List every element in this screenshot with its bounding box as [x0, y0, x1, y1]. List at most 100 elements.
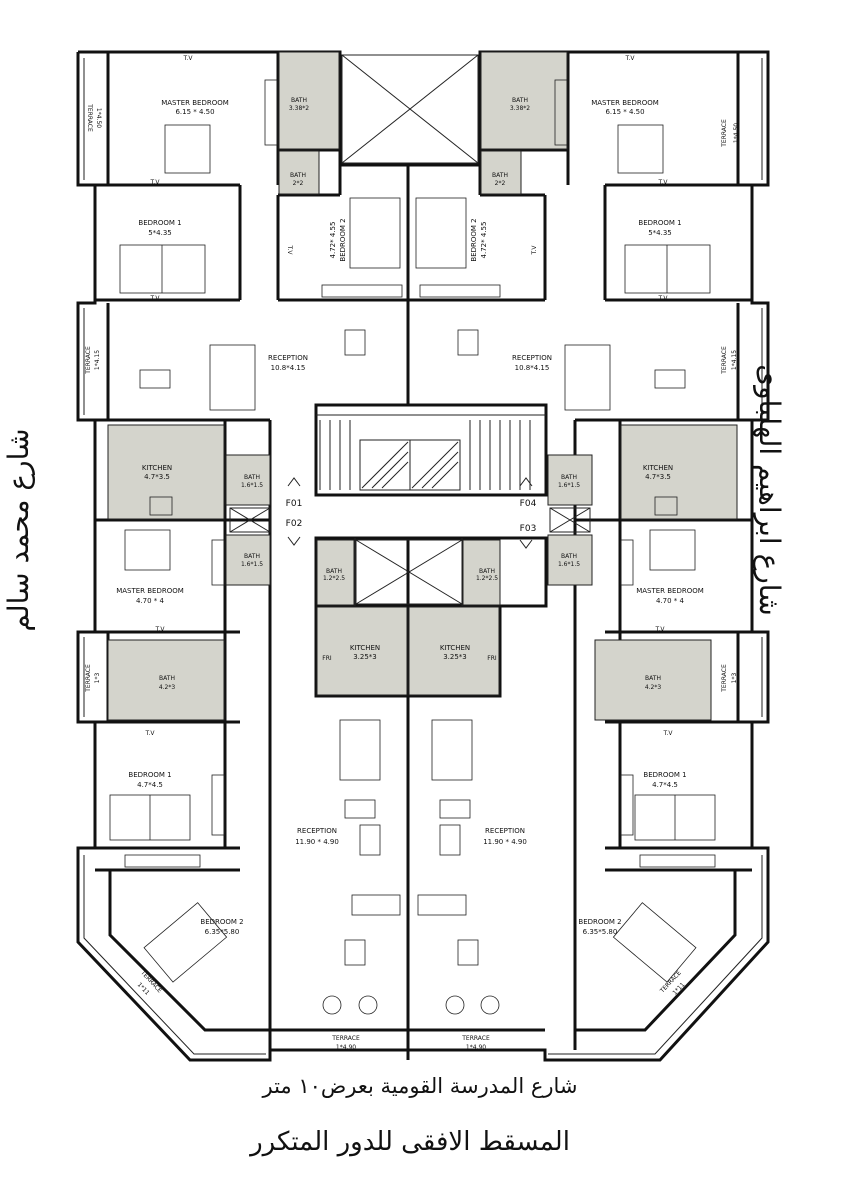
label-terrace-cr: TERRACE: [461, 1035, 490, 1042]
size-bedroom2-mid-l: 4.72* 4.55: [329, 222, 337, 259]
label-tv-10: T.V: [663, 730, 674, 737]
label-kitchen-cr: KITCHEN: [440, 644, 470, 652]
label-kitchen-l: KITCHEN: [142, 464, 172, 472]
label-bath-small-r: BATH: [492, 172, 508, 179]
label-tv-2: T.V: [625, 55, 636, 62]
size-bedroom1-tl: 5*4.35: [148, 229, 172, 237]
label-tv-7: T.V: [155, 626, 166, 633]
label-terrace-tr: TERRACE: [721, 119, 728, 148]
size-reception-ll: 11.90 * 4.90: [295, 838, 339, 846]
label-fri-l: FRI: [322, 655, 332, 662]
stair-core: [319, 420, 531, 491]
label-tv-4: T.V: [658, 179, 669, 186]
label-terrace-mr: TERRACE: [721, 346, 728, 375]
label-bedroom2-mid-r: BEDROOM 2: [470, 218, 478, 261]
label-reception-tl: RECEPTION: [268, 354, 308, 362]
label-bedroom1-tl: BEDROOM 1: [138, 219, 181, 227]
size-kitchen-l: 4.7*3.5: [144, 473, 170, 481]
size-terrace-ml: 1*4.15: [94, 350, 101, 370]
flat-markers: F01 F02 F03 F04: [286, 477, 537, 549]
size-bedroom1-tr: 5*4.35: [648, 229, 672, 237]
label-tv-5: T.V: [150, 295, 161, 302]
label-fri-r: FRI: [487, 655, 497, 662]
size-kitchen-r: 4.7*3.5: [645, 473, 671, 481]
size-bedroom1-lr: 4.7*4.5: [652, 781, 678, 789]
outer-walls: [76, 50, 770, 1062]
size-reception-tl: 10.8*4.15: [271, 364, 306, 372]
street-right: شارع ابراهيم الهلباوى: [753, 364, 786, 616]
label-terrace-ml: TERRACE: [85, 346, 92, 375]
label-terrace-tl: TERRACE: [86, 103, 93, 132]
size-bedroom2-mid-r: 4.72* 4.55: [480, 222, 488, 259]
size-reception-tr: 10.8*4.15: [515, 364, 550, 372]
label-tv-6: T.V: [658, 295, 669, 302]
label-bath-kr: BATH: [561, 474, 577, 481]
size-terrace-cr: 1*4.90: [466, 1044, 486, 1051]
size-bath-mr: 1.6*1.5: [558, 561, 580, 568]
size-bath-small-r: 2*2: [495, 180, 506, 187]
size-kitchen-cr: 3.25*3: [443, 653, 467, 661]
plan-title: المسقط الافقى للدور المتكرر: [248, 1127, 570, 1157]
label-bath-cl: BATH: [326, 568, 342, 575]
size-terrace-ll: 1*3: [94, 673, 101, 684]
wet-areas: [107, 51, 738, 721]
arrow-down-icon: [287, 536, 301, 546]
size-bath-kr: 1.6*1.5: [558, 482, 580, 489]
label-reception-lr: RECEPTION: [485, 827, 525, 835]
flat-f02: F02: [286, 519, 303, 529]
size-bedroom1-ll: 4.7*4.5: [137, 781, 163, 789]
size-bedroom2-ll: 6.35*5.80: [205, 928, 240, 936]
label-kitchen-cl: KITCHEN: [350, 644, 380, 652]
size-bath-big-l: 4.2*3: [159, 684, 176, 691]
label-terrace-ll: TERRACE: [85, 664, 92, 693]
arrow-up-icon: [519, 477, 533, 487]
arrow-up-icon: [287, 477, 301, 487]
label-kitchen-r: KITCHEN: [643, 464, 673, 472]
label-bath-big-r: BATH: [645, 675, 661, 682]
label-bath-ml: BATH: [244, 553, 260, 560]
size-terrace-tr: 1*4.50: [733, 123, 740, 143]
label-bedroom2-mid-l: BEDROOM 2: [339, 218, 347, 261]
size-bath-small-l: 2*2: [293, 180, 304, 187]
label-bath-big-l: BATH: [159, 675, 175, 682]
label-bath-tl: BATH: [291, 97, 307, 104]
size-bath-tl: 3.38*2: [289, 105, 309, 112]
size-terrace-tl: 1*4.50: [95, 108, 102, 128]
size-terrace-mr: 1*4.15: [731, 350, 738, 370]
label-tv-8: T.V: [655, 626, 666, 633]
flat-f04: F04: [520, 499, 537, 509]
label-reception-ll: RECEPTION: [297, 827, 337, 835]
size-bath-ml: 1.6*1.5: [241, 561, 263, 568]
label-tv-1: T.V: [183, 55, 194, 62]
label-master-bedroom-ml: MASTER BEDROOM: [116, 587, 184, 595]
street-left: شارع محمد سالم: [2, 428, 35, 631]
label-bath-small-l: BATH: [290, 172, 306, 179]
size-bath-cl: 1.2*2.5: [323, 575, 345, 582]
label-bath-mr: BATH: [561, 553, 577, 560]
arrow-down-icon: [519, 539, 533, 549]
size-bath-tr: 3.38*2: [510, 105, 530, 112]
label-bedroom1-tr: BEDROOM 1: [638, 219, 681, 227]
street-bottom: شارع المدرسة القومية بعرض١٠ متر: [261, 1074, 577, 1098]
label-terrace-cl: TERRACE: [331, 1035, 360, 1042]
label-tv-3: T.V: [150, 179, 161, 186]
size-bedroom2-lr: 6.35*5.80: [583, 928, 618, 936]
label-bedroom1-ll: BEDROOM 1: [128, 771, 171, 779]
size-reception-lr: 11.90 * 4.90: [483, 838, 527, 846]
label-master-bedroom-tr: MASTER BEDROOM: [591, 99, 659, 107]
light-wells: [229, 54, 591, 605]
room-labels: MASTER BEDROOM 6.15 * 4.50 MASTER BEDROO…: [85, 55, 740, 1051]
flat-f01: F01: [286, 499, 303, 509]
label-master-bedroom-mr: MASTER BEDROOM: [636, 587, 704, 595]
size-terrace-cl: 1*4.90: [336, 1044, 356, 1051]
size-bath-cr: 1.2*2.5: [476, 575, 498, 582]
size-master-bedroom-mr: 4.70 * 4: [656, 597, 685, 605]
label-bedroom2-lr: BEDROOM 2: [578, 918, 621, 926]
size-master-bedroom-ml: 4.70 * 4: [136, 597, 165, 605]
label-terrace-lr: TERRACE: [721, 664, 728, 693]
label-bath-tr: BATH: [512, 97, 528, 104]
label-tv-12: T.V: [531, 245, 538, 256]
interior-walls: [78, 52, 752, 1060]
size-master-bedroom-tl: 6.15 * 4.50: [175, 108, 214, 116]
